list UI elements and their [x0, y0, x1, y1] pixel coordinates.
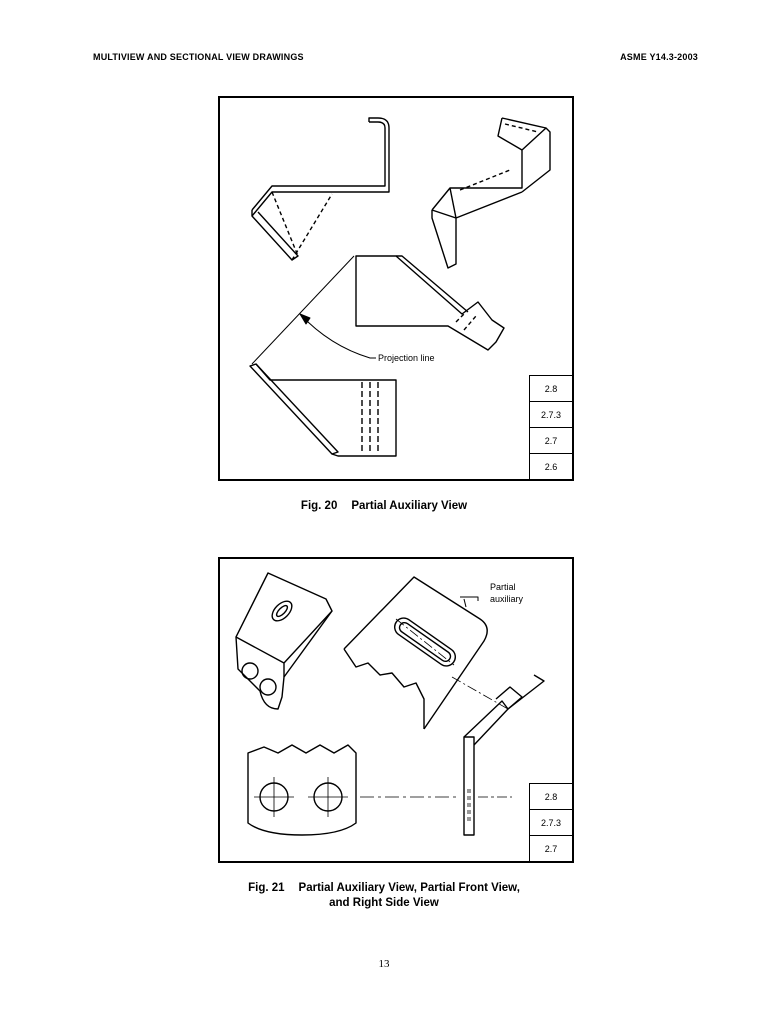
figure-21-number: Fig. 21 [248, 882, 285, 894]
fig21-partial-auxiliary-view: Partial auxiliary [343, 576, 524, 730]
page-number: 13 [378, 958, 390, 970]
fig20-reference-table: 2.8 2.7.3 2.7 2.6 [529, 375, 572, 479]
fig20-pictorial-hook [251, 117, 390, 261]
fig20-ref-cell: 2.6 [529, 453, 572, 479]
figure-20-illustration: Projection line [249, 117, 551, 457]
fig20-ref-cell: 2.8 [529, 375, 572, 401]
partial-auxiliary-label-line1: Partial [490, 582, 516, 592]
running-header-standard: ASME Y14.3-2003 [620, 52, 698, 62]
fig20-ref-cell: 2.7 [529, 427, 572, 453]
figure-21-title-line1: Partial Auxiliary View, Partial Front Vi… [298, 882, 520, 894]
fig20-pictorial-clip [431, 117, 551, 269]
partial-auxiliary-label-line2: auxiliary [490, 594, 524, 604]
fig21-ref-cell: 2.7.3 [529, 809, 572, 835]
fig21-ref-cell: 2.7 [529, 835, 572, 861]
figure-21-title-line2: and Right Side View [329, 897, 439, 909]
figure-21-illustration: Partial auxiliary [235, 572, 545, 836]
projection-line-label: Projection line [378, 353, 435, 363]
running-header-title: MULTIVIEW AND SECTIONAL VIEW DRAWINGS [93, 52, 304, 62]
fig20-front-view [249, 363, 397, 457]
figure-20-number: Fig. 20 [300, 500, 338, 512]
fig20-auxiliary-view [355, 255, 505, 351]
figure-20-drawing: Projection line 2.8 2.7.3 2.7 2.6 [218, 96, 574, 481]
fig21-right-side-view [463, 674, 545, 836]
figure-20-caption: Fig. 20 Partial Auxiliary View [0, 499, 768, 514]
fig20-projection-line: Projection line [251, 255, 435, 365]
fig20-ref-cell: 2.7.3 [529, 401, 572, 427]
figure-21-caption: Fig. 21 Partial Auxiliary View, Partial F… [0, 881, 768, 911]
fig21-pictorial-part [235, 572, 333, 710]
figure-20-title: Partial Auxiliary View [351, 500, 468, 512]
fig21-reference-table: 2.8 2.7.3 2.7 [529, 783, 572, 861]
figure-21-drawing: Partial auxiliary 2.8 2.7.3 2.7 [218, 557, 574, 863]
fig21-partial-front-view [247, 744, 512, 836]
fig21-ref-cell: 2.8 [529, 783, 572, 809]
